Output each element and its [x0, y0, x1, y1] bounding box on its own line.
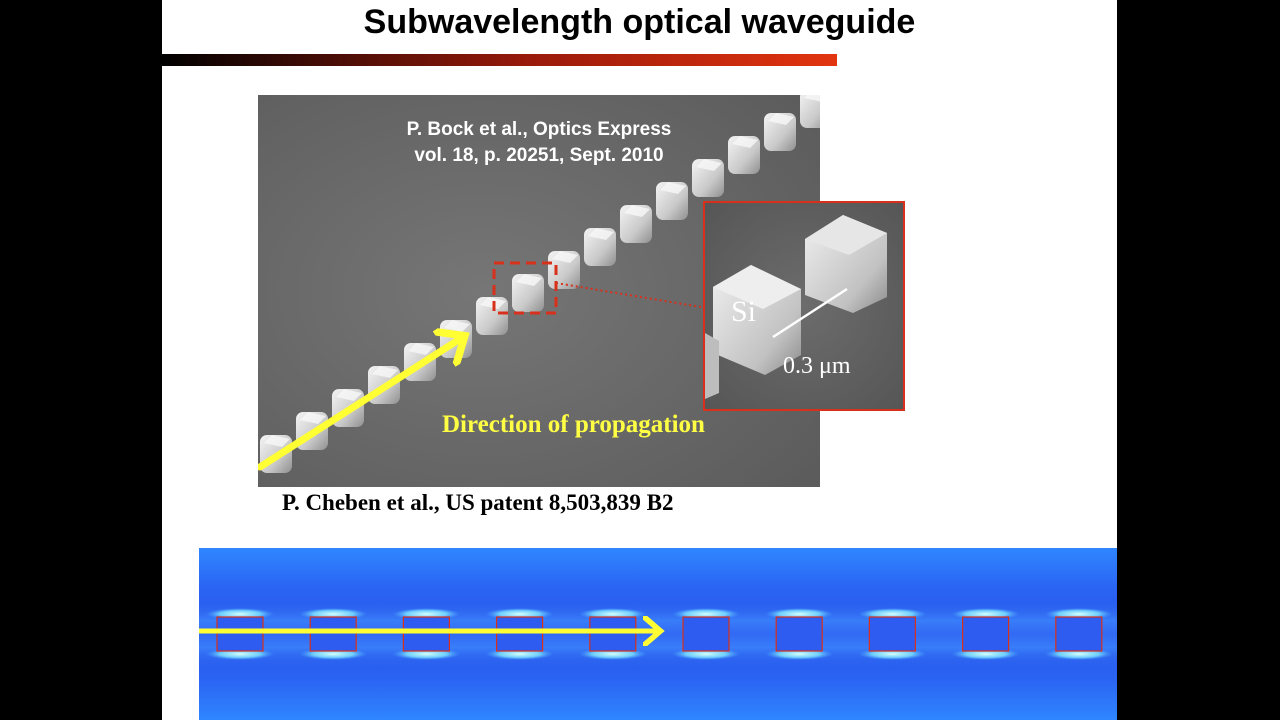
silicon-pillar: [656, 182, 688, 220]
silicon-pillar: [692, 159, 724, 197]
silicon-pillar: [800, 95, 820, 128]
silicon-pillar: [548, 251, 580, 289]
silicon-pillar: [620, 205, 652, 243]
silicon-pillar: [512, 274, 544, 312]
silicon-pillar: [764, 113, 796, 151]
waveguide-segment: [206, 608, 274, 660]
slide: Subwavelength optical waveguide: [162, 0, 1117, 720]
slide-title: Subwavelength optical waveguide: [363, 3, 916, 41]
reference-line-2: vol. 18, p. 20251, Sept. 2010: [414, 145, 664, 166]
waveguide-segment: [858, 608, 927, 660]
patent-citation: P. Cheben et al., US patent 8,503,839 B2: [282, 490, 674, 515]
waveguide-segments: [206, 608, 1113, 660]
zoom-inset: Si 0.3 μm: [703, 201, 905, 411]
reference-line-1: P. Bock et al., Optics Express: [406, 119, 672, 140]
silicon-pillar: [728, 136, 760, 174]
scale-bar: [772, 287, 848, 339]
silicon-pillar: [584, 228, 616, 266]
waveguide-segment: [672, 608, 740, 660]
field-simulation: [199, 548, 1117, 720]
inset-image: [705, 203, 903, 409]
waveguide-segment: [392, 608, 461, 660]
waveguide-segment: [951, 608, 1020, 660]
waveguide-segment: [1044, 608, 1113, 660]
title-underline-bar: [162, 54, 837, 66]
waveguide-segment: [299, 608, 368, 660]
waveguide-segment: [578, 608, 647, 660]
material-label: Si: [731, 295, 757, 328]
waveguide-segment: [765, 608, 834, 660]
propagation-arrow: [258, 337, 463, 471]
zoom-region-box: [492, 261, 558, 315]
direction-label: Direction of propagation: [442, 411, 705, 438]
silicon-pillar: [476, 297, 508, 335]
scale-label: 0.3 μm: [783, 353, 851, 379]
waveguide-segment: [485, 608, 554, 660]
field-image: [199, 548, 1117, 720]
